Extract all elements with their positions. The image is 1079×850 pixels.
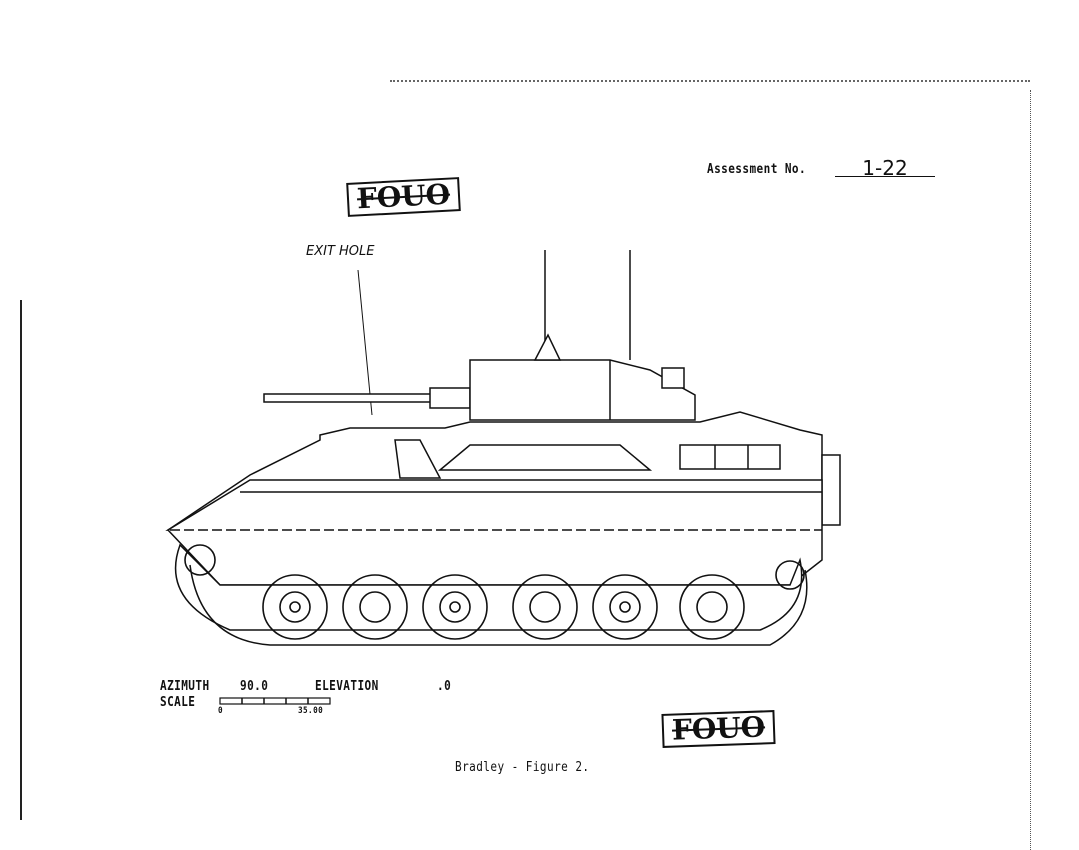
azimuth-label: AZIMUTH: [160, 679, 210, 694]
left-margin-line: [20, 300, 22, 820]
exit-hole-annotation: EXIT HOLE: [306, 244, 375, 259]
scale-label: SCALE: [160, 695, 196, 710]
right-margin-line: [1030, 90, 1031, 850]
elevation-value: .0: [437, 679, 452, 694]
scale-max: 35.00: [298, 706, 324, 716]
scale-min: 0: [218, 706, 224, 716]
elevation-label: ELEVATION: [315, 679, 379, 694]
azimuth-value: 90.0: [240, 679, 269, 694]
figure-caption: Bradley - Figure 2.: [455, 760, 590, 775]
assessment-label: Assessment No.: [707, 162, 807, 177]
top-scan-noise: [390, 80, 1030, 82]
assessment-number: 1-22: [835, 156, 935, 180]
